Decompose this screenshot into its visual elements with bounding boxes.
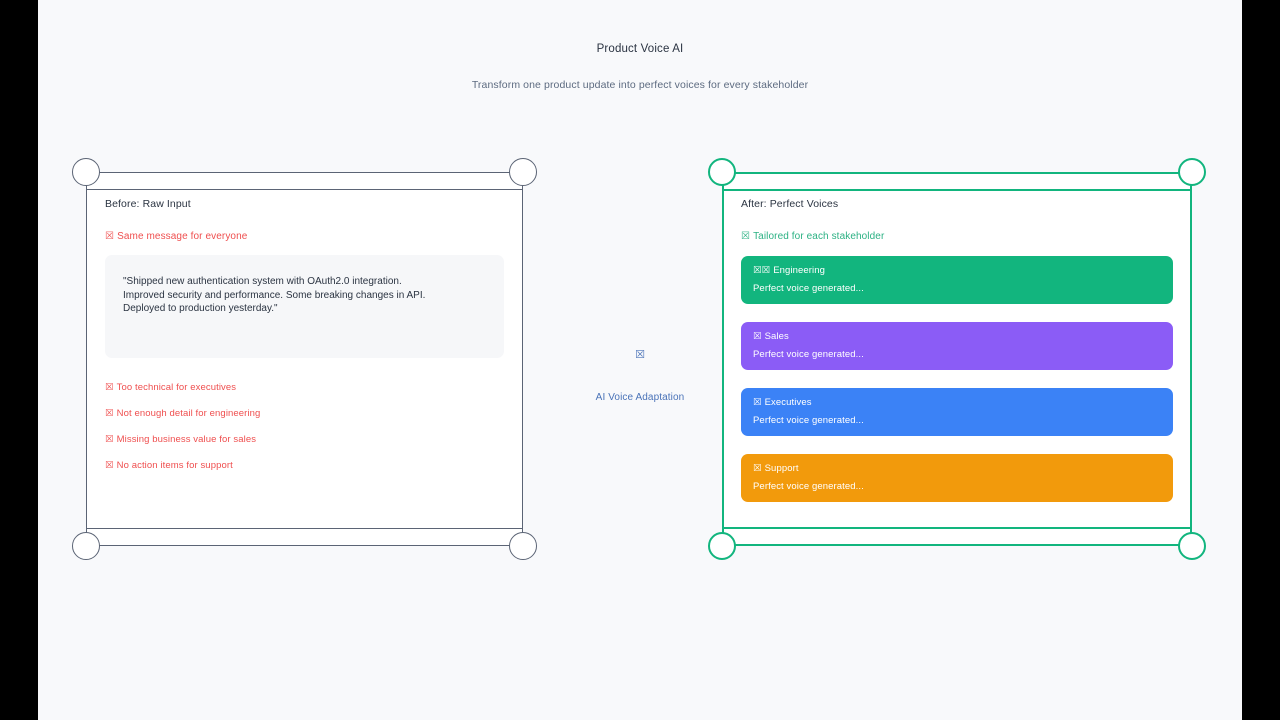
briefcase-icon: ☒	[753, 397, 762, 408]
voice-card-support[interactable]: ☒Support Perfect voice generated...	[741, 454, 1173, 502]
voice-card-engineering[interactable]: ☒☒Engineering Perfect voice generated...	[741, 256, 1173, 304]
raw-input-quote-box: "Shipped new authentication system with …	[105, 255, 504, 358]
before-knob-top-right	[509, 158, 537, 186]
after-title: After: Perfect Voices	[741, 198, 839, 210]
letterbox-right	[1242, 0, 1280, 720]
role-label-executives: Executives	[764, 397, 812, 408]
before-knob-bottom-right	[509, 532, 537, 560]
after-knob-top-left	[708, 158, 736, 186]
issue-list: ☒Too technical for executives ☒Not enoug…	[105, 382, 504, 471]
before-rail-bottom	[86, 528, 523, 529]
role-label-support: Support	[764, 463, 799, 474]
voice-card-status-support: Perfect voice generated...	[753, 481, 864, 492]
after-panel-body: After: Perfect Voices ☒Tailored for each…	[741, 198, 1173, 520]
after-knob-top-right	[1178, 158, 1206, 186]
page-header: Product Voice AI Transform one product u…	[38, 0, 1242, 91]
issue-label-1: Not enough detail for engineering	[116, 408, 261, 419]
page-title: Product Voice AI	[596, 43, 684, 55]
headset-icon: ☒	[753, 463, 762, 474]
voice-card-status-sales: Perfect voice generated...	[753, 349, 864, 360]
voice-card-role-executives: ☒Executives	[753, 396, 1161, 409]
center-process-label: AI Voice Adaptation	[595, 392, 685, 403]
issue-item-1: ☒Not enough detail for engineering	[105, 408, 504, 419]
cross-icon: ☒	[105, 434, 114, 445]
after-panel: After: Perfect Voices ☒Tailored for each…	[708, 158, 1206, 560]
raw-input-text: "Shipped new authentication system with …	[123, 276, 426, 315]
sparkle-icon: ☒	[635, 348, 645, 361]
before-panel-frame	[86, 172, 523, 546]
after-rail-top	[722, 189, 1192, 191]
cross-icon: ☒	[105, 408, 114, 419]
before-knob-bottom-left	[72, 532, 100, 560]
before-title: Before: Raw Input	[105, 198, 191, 210]
issue-item-2: ☒Missing business value for sales	[105, 434, 504, 445]
chart-icon: ☒	[753, 331, 762, 342]
cross-icon: ☒	[105, 382, 114, 393]
issue-label-2: Missing business value for sales	[116, 434, 257, 445]
before-panel-body: Before: Raw Input ☒Same message for ever…	[105, 198, 504, 520]
voice-card-status-engineering: Perfect voice generated...	[753, 283, 864, 294]
before-rail-top	[86, 189, 523, 190]
issue-label-0: Too technical for executives	[116, 382, 237, 393]
issue-item-3: ☒No action items for support	[105, 460, 504, 471]
warning-icon: ☒	[105, 231, 115, 242]
voice-card-role-sales: ☒Sales	[753, 330, 1161, 343]
voice-card-role-engineering: ☒☒Engineering	[753, 264, 1161, 277]
role-label-engineering: Engineering	[773, 265, 826, 276]
check-icon: ☒	[741, 231, 751, 242]
before-knob-top-left	[72, 158, 100, 186]
cross-icon: ☒	[105, 460, 114, 471]
voice-card-status-executives: Perfect voice generated...	[753, 415, 864, 426]
voice-card-list: ☒☒Engineering Perfect voice generated...…	[741, 256, 1173, 502]
before-tag: ☒Same message for everyone	[105, 231, 504, 242]
voice-card-role-support: ☒Support	[753, 462, 1161, 475]
after-knob-bottom-left	[708, 532, 736, 560]
after-tag-label: Tailored for each stakeholder	[753, 231, 885, 242]
issue-item-0: ☒Too technical for executives	[105, 382, 504, 393]
letterbox-left	[0, 0, 38, 720]
page-subtitle: Transform one product update into perfec…	[471, 79, 809, 91]
center-connector: ☒ AI Voice Adaptation	[554, 348, 726, 403]
after-rail-bottom	[722, 527, 1192, 529]
issue-label-3: No action items for support	[116, 460, 233, 471]
app-stage: Product Voice AI Transform one product u…	[38, 0, 1242, 720]
voice-card-executives[interactable]: ☒Executives Perfect voice generated...	[741, 388, 1173, 436]
laptop-icon: ☒☒	[753, 265, 771, 276]
role-label-sales: Sales	[764, 331, 789, 342]
after-knob-bottom-right	[1178, 532, 1206, 560]
voice-card-sales[interactable]: ☒Sales Perfect voice generated...	[741, 322, 1173, 370]
before-panel: Before: Raw Input ☒Same message for ever…	[72, 158, 537, 560]
before-tag-label: Same message for everyone	[117, 231, 248, 242]
after-tag: ☒Tailored for each stakeholder	[741, 231, 1173, 242]
